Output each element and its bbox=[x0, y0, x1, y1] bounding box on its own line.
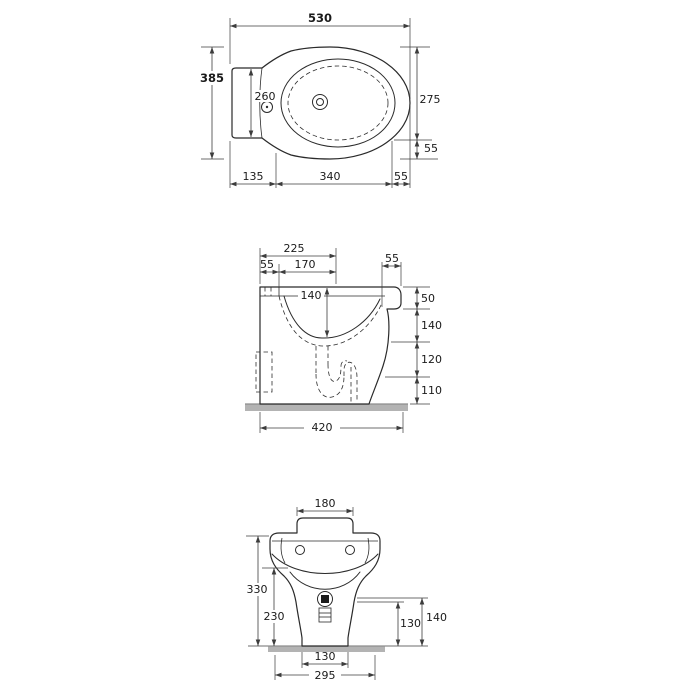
dim-overall-length: 530 bbox=[308, 11, 332, 25]
dim-side-rim: 55 bbox=[424, 142, 438, 155]
dim-bowl-height: 230 bbox=[264, 610, 285, 623]
waste-fitting bbox=[318, 607, 332, 623]
bowl-front-curve bbox=[289, 571, 361, 590]
drain-plug bbox=[321, 595, 329, 603]
floor-line-front bbox=[268, 646, 385, 652]
dim-front-rim: 55 bbox=[394, 170, 408, 183]
dim-upper-height: 140 bbox=[421, 319, 442, 332]
faucet-hole-center bbox=[265, 105, 269, 109]
floor-line-side bbox=[245, 404, 408, 411]
dim-bowl-length: 340 bbox=[320, 170, 341, 183]
top-view: 530 385 260 275 55 135 340 55 bbox=[196, 11, 441, 188]
trap-plumbing-hidden bbox=[255, 346, 358, 402]
top-view-outline bbox=[231, 46, 411, 160]
dim-rear-lip: 55 bbox=[260, 258, 274, 271]
dim-drain-height: 130 bbox=[400, 617, 421, 630]
dim-bowl-width: 275 bbox=[420, 93, 441, 106]
side-view: 140 225 55 170 55 50 140 120 110 bbox=[245, 242, 442, 434]
bowl-hidden-profile bbox=[278, 295, 383, 347]
dim-rim-height: 50 bbox=[421, 292, 435, 305]
dim-rear-offset: 135 bbox=[243, 170, 264, 183]
dim-overall-width: 385 bbox=[200, 71, 224, 85]
dim-base-width: 130 bbox=[315, 650, 336, 663]
dim-lip-to-center: 170 bbox=[295, 258, 316, 271]
bowl-rim-outline bbox=[280, 58, 396, 148]
dim-outlet-height: 140 bbox=[426, 611, 447, 624]
rear-platform-edge bbox=[259, 67, 263, 139]
dim-bowl-depth: 140 bbox=[301, 289, 322, 302]
bowl-hidden-outline bbox=[287, 65, 389, 141]
mount-hole-right bbox=[345, 545, 355, 555]
dim-overall-width-front: 295 bbox=[315, 669, 336, 682]
dim-rear-span: 225 bbox=[284, 242, 305, 255]
rim-front-curve bbox=[271, 553, 379, 574]
drain-hole-outer bbox=[312, 94, 328, 110]
dim-lower-height: 110 bbox=[421, 384, 442, 397]
mount-hole-left bbox=[295, 545, 305, 555]
dim-overall-height: 330 bbox=[247, 583, 268, 596]
drain-hole-inner bbox=[316, 98, 324, 106]
front-view: 180 330 230 130 140 130 295 bbox=[243, 497, 447, 682]
dim-rear-width: 260 bbox=[255, 90, 276, 103]
dim-middle-height: 120 bbox=[421, 353, 442, 366]
dim-front-lip: 55 bbox=[385, 252, 399, 265]
dim-overall-depth: 420 bbox=[312, 421, 333, 434]
front-view-outline bbox=[269, 517, 381, 647]
bowl-profile bbox=[283, 295, 381, 339]
dim-top-width: 180 bbox=[315, 497, 336, 510]
drain-front bbox=[317, 591, 333, 607]
